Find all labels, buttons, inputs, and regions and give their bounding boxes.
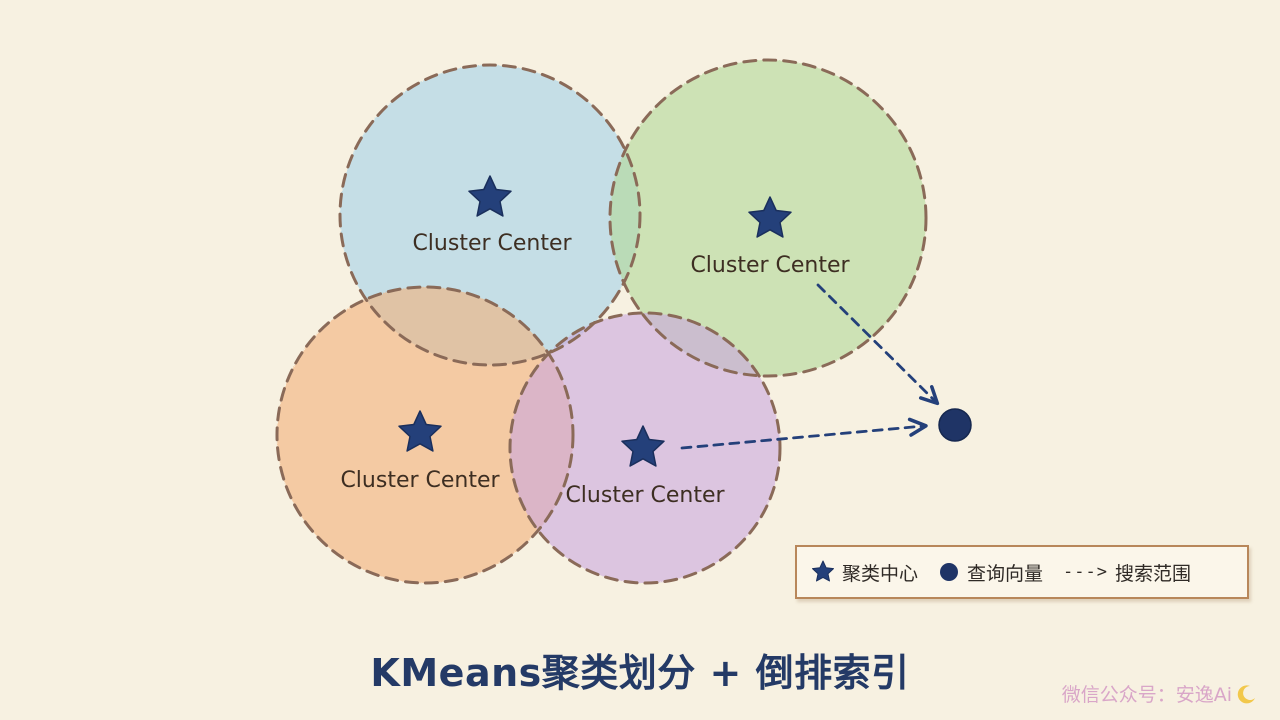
legend-item-center: 聚类中心 — [811, 559, 918, 586]
dot-icon — [940, 563, 959, 581]
legend: 聚类中心 查询向量 ---> 搜索范围 — [795, 545, 1249, 599]
cluster-green-border — [608, 58, 928, 378]
cluster-label-green: Cluster Center — [690, 253, 850, 278]
star-icon — [748, 196, 792, 238]
star-icon — [621, 425, 665, 467]
cluster-label-purple: Cluster Center — [565, 483, 725, 508]
cluster-purple-border — [508, 311, 782, 585]
star-icon — [468, 175, 512, 217]
legend-search-label: 搜索范围 — [1114, 562, 1191, 585]
star-icon — [812, 560, 834, 582]
search-arrows — [680, 283, 940, 450]
cluster-label-orange: Cluster Center — [340, 468, 500, 493]
legend-item-search: ---> 搜索范围 — [1063, 559, 1191, 586]
search-arrow-from-green — [816, 283, 940, 406]
watermark: 微信公众号：安逸Ai — [1062, 680, 1258, 707]
search-arrow-from-purple — [680, 417, 928, 450]
cluster-orange-border — [275, 285, 575, 585]
cluster-centers — [398, 175, 792, 467]
dashed-arrow-icon: ---> — [1063, 562, 1108, 582]
cluster-label-blue: Cluster Center — [412, 231, 572, 256]
query-vector-point — [938, 408, 972, 442]
cluster-blue-border — [338, 63, 642, 367]
moon-icon — [1237, 684, 1255, 703]
watermark-text: 微信公众号：安逸Ai — [1061, 684, 1232, 706]
legend-center-label: 聚类中心 — [842, 562, 919, 585]
star-icon — [398, 410, 442, 452]
legend-query-label: 查询向量 — [967, 562, 1044, 585]
cluster-borders — [275, 58, 928, 585]
legend-item-query: 查询向量 — [938, 559, 1043, 586]
page-title: KMeans聚类划分 + 倒排索引 — [370, 651, 910, 695]
